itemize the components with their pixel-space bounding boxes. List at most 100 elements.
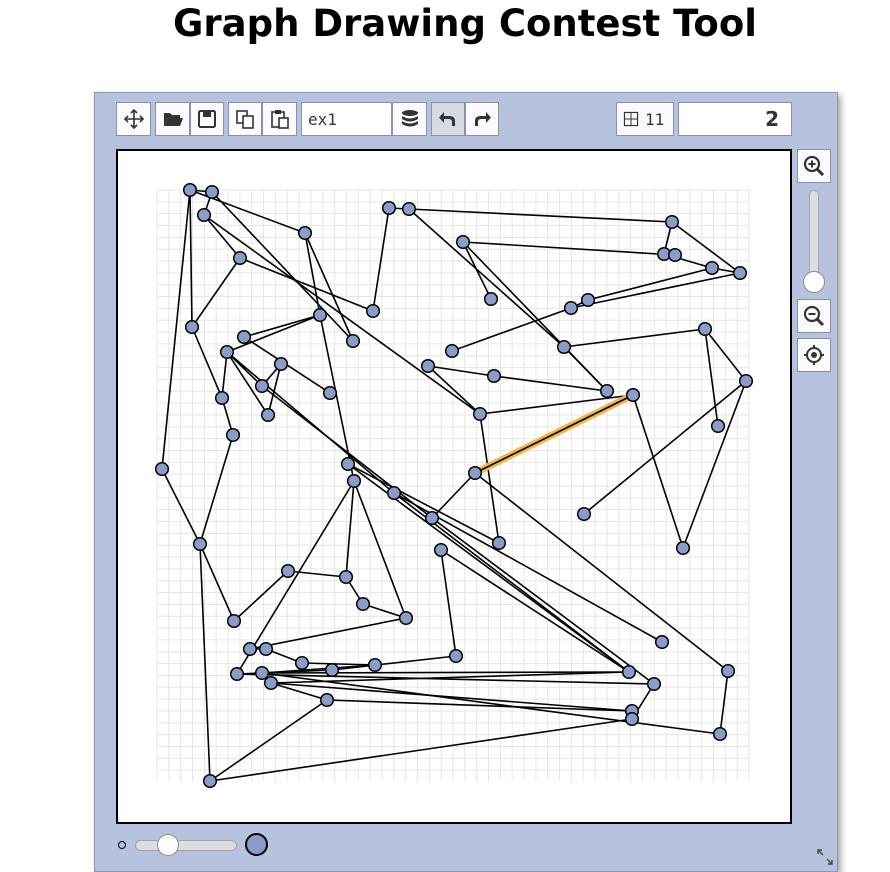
open-button[interactable] — [155, 102, 190, 136]
graph-node[interactable] — [214, 390, 230, 406]
paste-button[interactable] — [262, 102, 297, 136]
graph-node[interactable] — [697, 321, 713, 337]
graph-node[interactable] — [226, 613, 242, 629]
graph-node[interactable] — [424, 510, 440, 526]
graph-node[interactable] — [580, 292, 596, 308]
grid-size-button[interactable]: 11 — [616, 102, 674, 136]
nodes[interactable] — [154, 182, 754, 789]
graph-node[interactable] — [232, 250, 248, 266]
graph-node[interactable] — [712, 726, 728, 742]
graph-edge — [583, 380, 747, 515]
zoom-in-button[interactable] — [797, 149, 831, 183]
database-button[interactable] — [392, 102, 427, 136]
graph-node[interactable] — [273, 356, 289, 372]
graph-edge — [209, 699, 328, 782]
redo-button[interactable] — [465, 102, 499, 136]
graph-node[interactable] — [667, 247, 683, 263]
undo-button[interactable] — [431, 102, 465, 136]
graph-node[interactable] — [444, 343, 460, 359]
copy-button[interactable] — [228, 102, 262, 136]
graph-node[interactable] — [340, 456, 356, 472]
graph-node[interactable] — [254, 378, 270, 394]
graph-node[interactable] — [675, 540, 691, 556]
graph-node[interactable] — [280, 563, 296, 579]
graph-node[interactable] — [664, 214, 680, 230]
graph-node[interactable] — [324, 662, 340, 678]
graph-node[interactable] — [386, 485, 402, 501]
graph-node[interactable] — [704, 260, 720, 276]
graph-node[interactable] — [491, 535, 507, 551]
graph-node[interactable] — [319, 692, 335, 708]
move-tool-button[interactable] — [116, 102, 151, 136]
graph-node[interactable] — [258, 641, 274, 657]
graph-node[interactable] — [433, 542, 449, 558]
graph-node[interactable] — [624, 711, 640, 727]
grid — [156, 189, 750, 781]
graph-node[interactable] — [196, 207, 212, 223]
graph-node[interactable] — [710, 418, 726, 434]
graph-node[interactable] — [556, 339, 572, 355]
graph-node[interactable] — [654, 634, 670, 650]
graph-node[interactable] — [401, 201, 417, 217]
graph-edge — [270, 671, 630, 684]
graph-node[interactable] — [182, 182, 198, 198]
node-size-slider-track[interactable] — [135, 840, 237, 851]
graph-node[interactable] — [297, 225, 313, 241]
file-name-input[interactable]: ex1 — [301, 102, 392, 136]
graph-drawing[interactable] — [118, 151, 790, 822]
graph-edge — [671, 221, 741, 274]
graph-edge — [226, 351, 269, 416]
resize-icon[interactable] — [815, 847, 835, 867]
graph-node[interactable] — [294, 655, 310, 671]
graph-node[interactable] — [483, 291, 499, 307]
graph-node[interactable] — [448, 648, 464, 664]
graph-node[interactable] — [738, 373, 754, 389]
graph-node[interactable] — [346, 473, 362, 489]
graph-node[interactable] — [322, 385, 338, 401]
graph-node[interactable] — [204, 184, 220, 200]
graph-node[interactable] — [420, 358, 436, 374]
graph-node[interactable] — [202, 773, 218, 789]
graph-node[interactable] — [646, 676, 662, 692]
graph-node[interactable] — [599, 383, 615, 399]
graph-node[interactable] — [312, 307, 328, 323]
graph-node[interactable] — [229, 666, 245, 682]
graph-node[interactable] — [625, 387, 641, 403]
save-button[interactable] — [190, 102, 224, 136]
graph-node[interactable] — [486, 368, 502, 384]
graph-node[interactable] — [621, 664, 637, 680]
graph-node[interactable] — [338, 569, 354, 585]
graph-node[interactable] — [720, 663, 736, 679]
graph-node[interactable] — [184, 319, 200, 335]
graph-node[interactable] — [732, 265, 748, 281]
graph-node[interactable] — [154, 461, 170, 477]
graph-node[interactable] — [345, 333, 361, 349]
graph-edge — [719, 670, 729, 735]
zoom-slider-handle[interactable] — [803, 271, 825, 293]
graph-node[interactable] — [260, 407, 276, 423]
graph-node[interactable] — [472, 406, 488, 422]
graph-node[interactable] — [576, 506, 592, 522]
floppy-disk-icon — [198, 110, 216, 128]
graph-node[interactable] — [254, 665, 270, 681]
graph-node[interactable] — [365, 303, 381, 319]
graph-node[interactable] — [242, 641, 258, 657]
graph-node[interactable] — [398, 610, 414, 626]
graph-node[interactable] — [225, 427, 241, 443]
graph-node[interactable] — [563, 300, 579, 316]
center-view-button[interactable] — [797, 338, 831, 372]
graph-node[interactable] — [367, 657, 383, 673]
graph-node[interactable] — [455, 234, 471, 250]
graph-node[interactable] — [355, 596, 371, 612]
drawing-canvas[interactable] — [116, 149, 792, 824]
zoom-out-button[interactable] — [797, 299, 831, 333]
graph-node[interactable] — [381, 200, 397, 216]
graph-node[interactable] — [219, 344, 235, 360]
graph-node[interactable] — [236, 329, 252, 345]
graph-node[interactable] — [263, 675, 279, 691]
graph-node[interactable] — [192, 536, 208, 552]
graph-node[interactable] — [467, 465, 483, 481]
graph-edge — [233, 570, 289, 622]
node-size-slider-handle[interactable] — [157, 834, 179, 856]
graph-edge — [563, 346, 608, 392]
